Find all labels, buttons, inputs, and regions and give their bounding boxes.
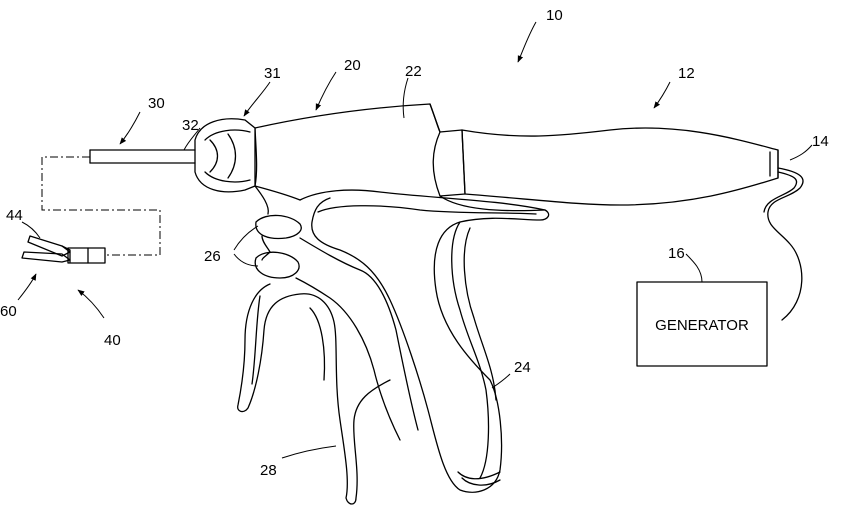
shaft xyxy=(90,150,195,163)
reference-numerals: 10 12 14 16 20 22 24 26 28 30 31 32 40 4… xyxy=(0,7,829,479)
generator-box: GENERATOR xyxy=(637,282,767,366)
label-24: 24 xyxy=(514,359,531,376)
leader-lines xyxy=(18,22,812,458)
label-16: 16 xyxy=(668,245,685,262)
label-60: 60 xyxy=(0,303,17,320)
label-32: 32 xyxy=(182,117,199,134)
generator-label: GENERATOR xyxy=(655,317,749,334)
label-40: 40 xyxy=(104,332,121,349)
cable xyxy=(764,168,803,320)
label-20: 20 xyxy=(344,57,361,74)
label-22: 22 xyxy=(405,63,422,80)
end-effector xyxy=(22,236,105,263)
label-30: 30 xyxy=(148,95,165,112)
handpiece-body xyxy=(462,128,778,205)
label-12: 12 xyxy=(678,65,695,82)
dashed-connection xyxy=(42,157,160,255)
rotation-knob xyxy=(195,119,255,192)
label-28: 28 xyxy=(260,462,277,479)
buttons xyxy=(255,186,301,278)
label-10: 10 xyxy=(546,7,563,24)
label-14: 14 xyxy=(812,133,829,150)
label-26: 26 xyxy=(204,248,221,265)
label-44: 44 xyxy=(6,207,23,224)
label-31: 31 xyxy=(264,65,281,82)
pistol-grip xyxy=(300,190,549,492)
